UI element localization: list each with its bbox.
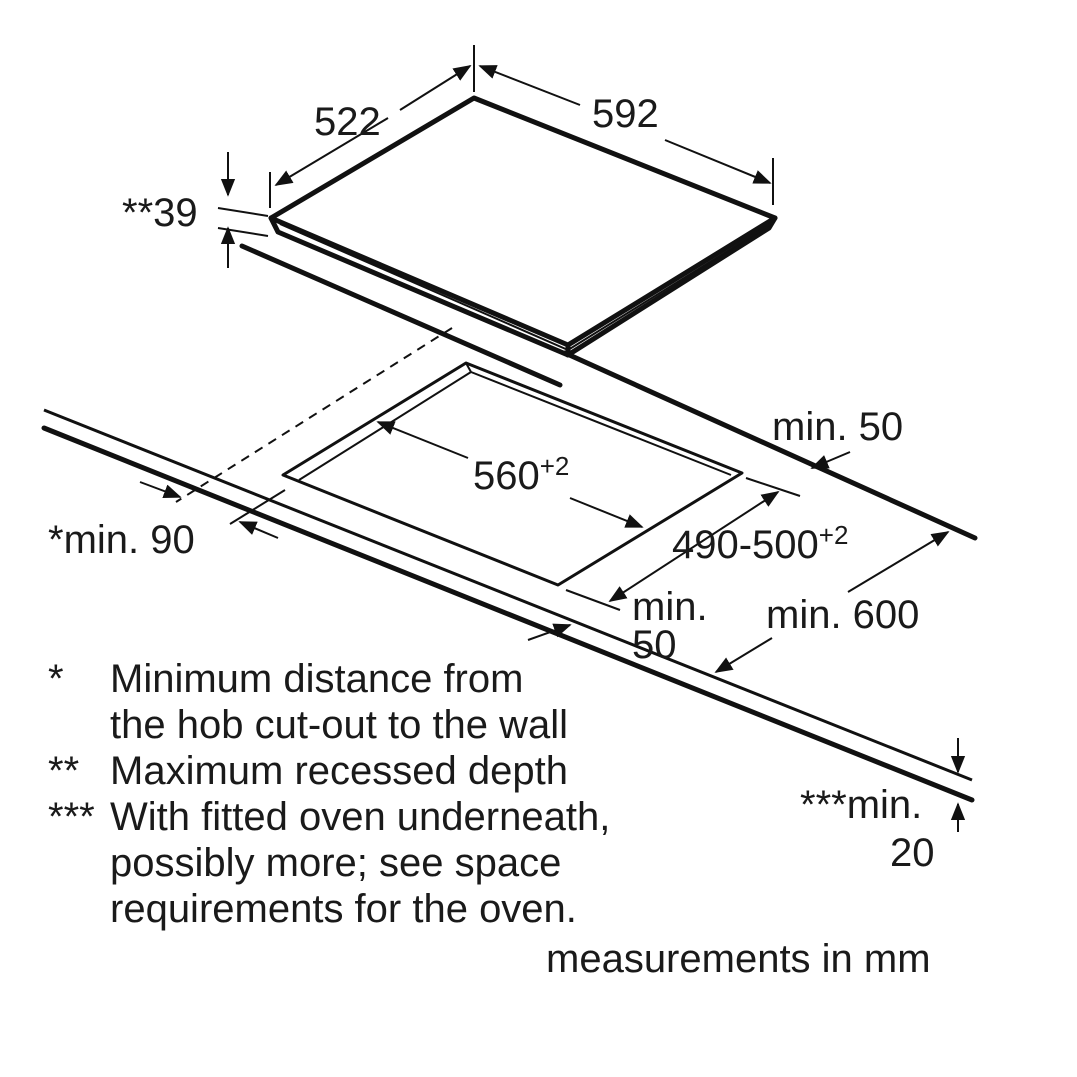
dim-min50-front-arrow — [527, 623, 572, 641]
note-3-marker: *** — [48, 795, 95, 839]
note-3-line2: possibly more; see space — [110, 841, 562, 885]
dim-min90-arrow-a — [139, 481, 182, 499]
label-min-thickness-line2: 20 — [890, 831, 935, 875]
label-min-front-line2: 50 — [632, 623, 677, 667]
dimension-lines — [139, 45, 966, 832]
units-note: measurements in mm — [546, 937, 931, 981]
dim-min90-arrow-b — [238, 521, 279, 539]
hob-frame-line — [279, 223, 772, 352]
dim-min90-ext — [229, 489, 286, 525]
wall-dashed-line — [175, 327, 453, 503]
dim-522-line-a — [274, 117, 389, 186]
dim-560-line-b — [569, 497, 644, 528]
dim-560-line-a — [376, 421, 469, 459]
dim-39-ext-bot — [217, 227, 269, 237]
note-1-marker: * — [48, 657, 64, 701]
label-min-worktop-depth: min. 600 — [766, 593, 919, 637]
label-hob-depth: 522 — [314, 100, 381, 144]
label-cutout-depth: 490-500+2 — [672, 520, 848, 567]
dim-min600-line-b — [714, 637, 773, 673]
worktop-rear-line — [562, 350, 978, 541]
hob-right-edge — [565, 215, 778, 358]
note-2-marker: ** — [48, 749, 80, 793]
label-hob-width: 592 — [592, 92, 659, 136]
note-1-line1: Minimum distance from — [110, 657, 524, 701]
dim-592-line-b — [664, 139, 772, 184]
cutout-inner-wall — [298, 362, 732, 481]
dim-490-line — [608, 491, 780, 602]
hob-underside-rim — [239, 243, 563, 388]
worktop-front-top-edge — [43, 408, 973, 782]
worktop — [41, 327, 978, 803]
label-min-thickness-line1: ***min. — [800, 783, 922, 827]
label-min-front-line1: min. — [632, 585, 708, 629]
label-cutout-width: 560+2 — [473, 451, 569, 498]
label-min-rear: min. 50 — [772, 405, 903, 449]
note-1-line2: the hob cut-out to the wall — [110, 703, 569, 747]
note-3-line3: requirements for the oven. — [110, 887, 577, 931]
worktop-front-bottom-edge — [41, 425, 975, 803]
cutout-outer — [281, 361, 744, 587]
dim-min600-line-a — [847, 531, 950, 593]
note-3-line1: With fitted oven underneath, — [110, 795, 611, 839]
label-min-wall: *min. 90 — [48, 518, 195, 562]
note-2-line1: Maximum recessed depth — [110, 749, 568, 793]
hob — [239, 95, 778, 388]
dim-592-line-a — [478, 65, 581, 106]
dimension-labels: 522 592 **39 560+2 490-500+2 min. 50 *mi… — [48, 92, 935, 875]
dim-39-ext-top — [217, 207, 269, 217]
dim-min50-rear-arrow — [810, 451, 851, 469]
cutout — [281, 361, 744, 587]
dim-522-line-b — [399, 65, 472, 111]
dim-490-ext-top — [745, 477, 801, 497]
label-recessed-depth: **39 — [122, 191, 198, 235]
dim-490-ext-bot — [565, 589, 621, 611]
